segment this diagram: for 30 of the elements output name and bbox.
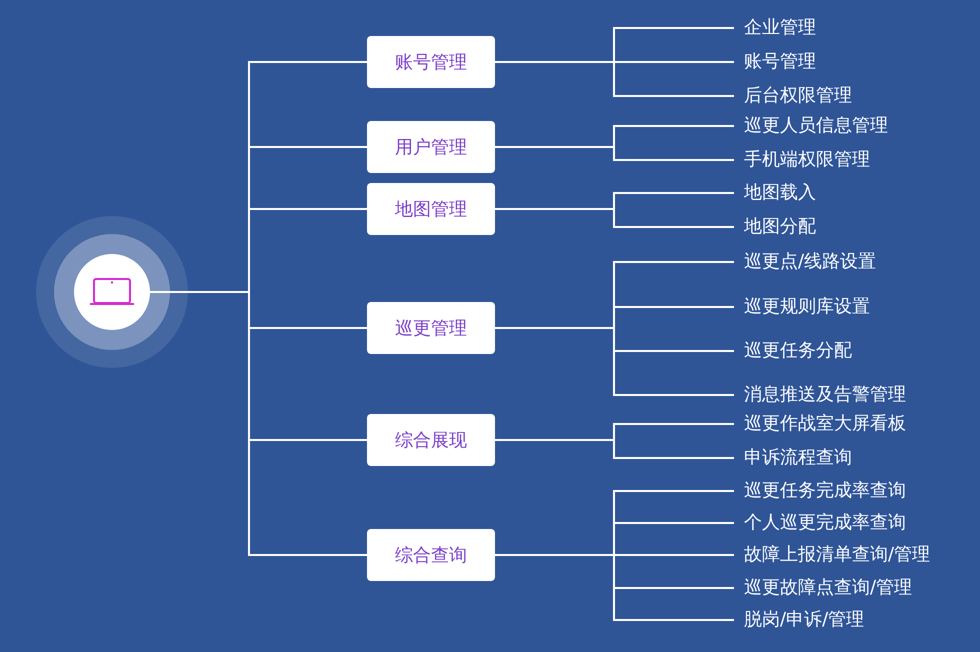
connector-line <box>495 208 734 228</box>
item-label: 消息推送及告警管理 <box>734 383 906 407</box>
category-box: 账号管理 <box>367 36 495 88</box>
item-label: 后台权限管理 <box>734 84 852 108</box>
connector-line <box>495 146 734 161</box>
category-box: 综合查询 <box>367 529 495 581</box>
item-label: 申诉流程查询 <box>734 446 852 470</box>
connector-line <box>495 61 734 97</box>
item-label: 巡更规则库设置 <box>734 295 870 319</box>
item-label: 企业管理 <box>734 16 816 40</box>
item-label: 脱岗/申诉/管理 <box>734 608 864 632</box>
item-label: 手机端权限管理 <box>734 148 870 172</box>
item-label: 故障上报清单查询/管理 <box>734 543 930 567</box>
category-box: 巡更管理 <box>367 302 495 354</box>
connector-line <box>495 554 734 621</box>
connector-line <box>495 327 734 396</box>
connector-line <box>495 439 734 459</box>
category-box: 用户管理 <box>367 121 495 173</box>
item-label: 巡更故障点查询/管理 <box>734 576 912 600</box>
item-label: 地图载入 <box>734 181 816 205</box>
item-label: 巡更任务完成率查询 <box>734 479 906 503</box>
item-label: 个人巡更完成率查询 <box>734 511 906 535</box>
item-label: 巡更人员信息管理 <box>734 114 888 138</box>
item-label: 巡更作战室大屏看板 <box>734 412 906 436</box>
category-box: 综合展现 <box>367 414 495 466</box>
item-label: 巡更任务分配 <box>734 339 852 363</box>
category-box: 地图管理 <box>367 183 495 235</box>
item-label: 巡更点/线路设置 <box>734 250 876 274</box>
item-label: 账号管理 <box>734 50 816 74</box>
item-label: 地图分配 <box>734 215 816 239</box>
